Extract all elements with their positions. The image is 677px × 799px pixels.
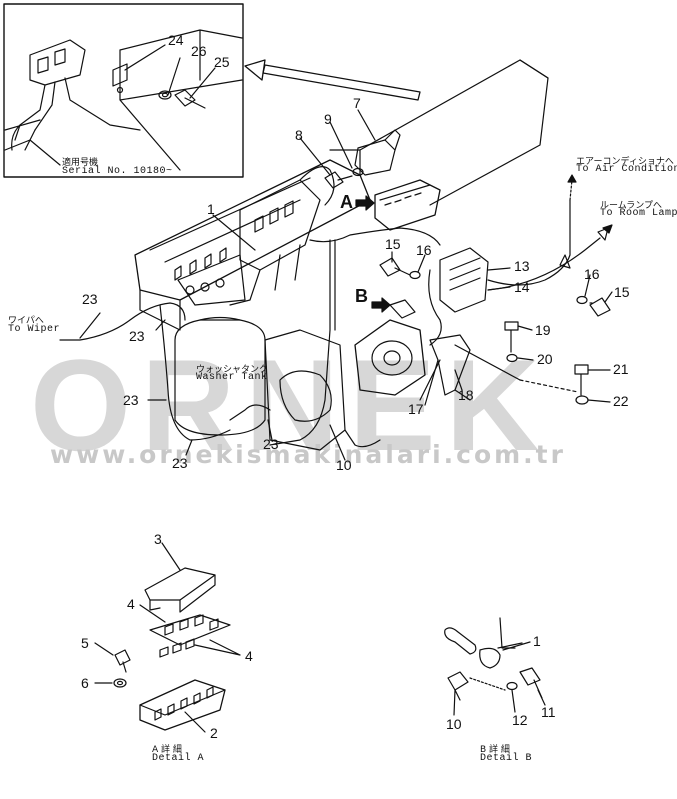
callout-21: 21 xyxy=(613,361,629,377)
detail-a-callout-2: 2 xyxy=(210,725,218,741)
callout-7: 7 xyxy=(353,95,361,111)
washer-tank-label-jp: ウォッシャタンク xyxy=(196,365,269,375)
callout-14: 14 xyxy=(514,279,530,295)
detail-a xyxy=(94,542,241,733)
callout-23-left: 23 xyxy=(123,392,139,408)
callout-1: 1 xyxy=(207,201,215,217)
callout-23-right: 23 xyxy=(263,436,279,452)
callout-23-bottom: 23 xyxy=(172,455,188,471)
wiper-label-jp: ワイパへ xyxy=(8,316,44,326)
ac-label-jp: エアーコンディショナへ xyxy=(576,157,674,167)
detail-a-callout-3: 3 xyxy=(154,531,162,547)
detail-b-label-en: Detail B xyxy=(480,753,533,764)
detail-b-callout-12: 12 xyxy=(512,712,528,728)
detail-b-callout-11: 11 xyxy=(541,704,556,720)
detail-b-callout-10: 10 xyxy=(446,716,462,732)
washer-tank-label-en: Washer Tank xyxy=(196,372,268,383)
callout-16-left: 16 xyxy=(416,242,432,258)
detail-a-callout-4-lower: 4 xyxy=(245,648,253,664)
callout-22: 22 xyxy=(613,393,629,409)
callout-23-upper: 23 xyxy=(129,328,145,344)
detail-b xyxy=(444,617,546,716)
main-assembly xyxy=(59,59,613,461)
callout-20: 20 xyxy=(537,351,553,367)
marker-a: A xyxy=(340,192,353,212)
callout-13: 13 xyxy=(514,258,530,274)
inset-arrow xyxy=(244,59,421,101)
callout-16-right: 16 xyxy=(584,266,600,282)
detail-b-callout-1: 1 xyxy=(533,633,541,649)
serial-inset xyxy=(3,3,244,178)
ac-label-en: To Air Conditioner xyxy=(576,164,677,175)
wiper-label-en: To Wiper xyxy=(8,324,61,335)
callout-15-right: 15 xyxy=(614,284,630,300)
detail-a-callout-6: 6 xyxy=(81,675,89,691)
callout-18: 18 xyxy=(458,387,474,403)
callout-15-left: 15 xyxy=(385,236,401,252)
callout-24: 24 xyxy=(168,32,184,48)
detail-a-label-jp: A 詳 細 xyxy=(152,745,182,755)
room-lamp-label-en: To Room Lamp xyxy=(600,208,677,219)
callout-9: 9 xyxy=(324,111,332,127)
marker-b: B xyxy=(355,286,368,306)
callout-17: 17 xyxy=(408,401,424,417)
callout-19: 19 xyxy=(535,322,551,338)
callout-8: 8 xyxy=(295,127,303,143)
detail-a-label-en: Detail A xyxy=(152,753,205,764)
serial-number: Serial No. 10180~ xyxy=(62,166,173,177)
detail-a-callout-5: 5 xyxy=(81,635,89,651)
detail-b-label-jp: B 詳 細 xyxy=(480,745,510,755)
callout-26: 26 xyxy=(191,43,207,59)
watermark-url: www.ornekismakinalari.com.tr xyxy=(50,440,566,469)
room-lamp-label-jp: ルームランプへ xyxy=(600,201,663,211)
serial-jp-label: 適用号機 xyxy=(62,158,99,168)
detail-a-callout-4-upper: 4 xyxy=(127,596,135,612)
callout-25: 25 xyxy=(214,54,230,70)
callout-10: 10 xyxy=(336,457,352,473)
callout-23-wiper: 23 xyxy=(82,291,98,307)
